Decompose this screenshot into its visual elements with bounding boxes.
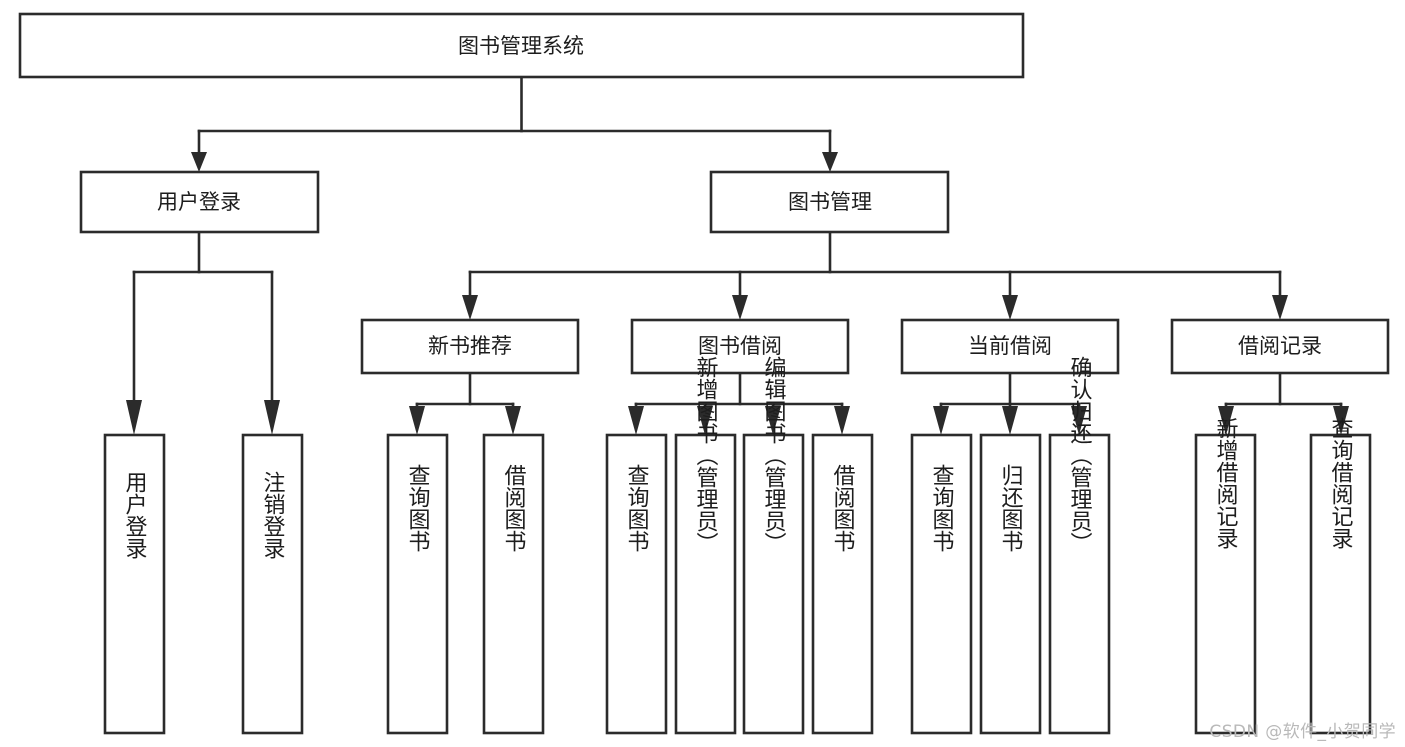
node-leaf-logout-label: 注销登录 [260, 471, 286, 559]
node-user-login[interactable]: 用户登录 [79, 170, 320, 234]
node-leaf-return-book[interactable]: 归还图书 [979, 433, 1042, 735]
node-borrow-record[interactable]: 借阅记录 [1170, 318, 1390, 375]
node-leaf-confirm-return[interactable]: 确认归还（管理员） [1048, 356, 1111, 735]
node-leaf-query-book-c-box[interactable] [910, 433, 973, 735]
arrowhead-book-borrow [732, 295, 748, 320]
arrowhead-user-login [191, 152, 207, 172]
node-leaf-query-book-b[interactable]: 查询图书 [605, 433, 668, 735]
node-leaf-borrow-book-b-label: 借阅图书 [830, 464, 856, 552]
node-leaf-add-book-box[interactable] [674, 433, 737, 735]
arrowhead-leaf-query-record [1333, 406, 1349, 435]
node-leaf-query-book-b-label: 查询图书 [624, 464, 650, 552]
node-leaf-edit-book[interactable]: 编辑图书（管理员） [742, 356, 805, 735]
node-leaf-borrow-book-b-box[interactable] [811, 433, 874, 735]
node-current-borrow-label: 当前借阅 [968, 334, 1052, 358]
node-leaf-query-book-c-label: 查询图书 [929, 464, 955, 552]
node-borrow-record-box[interactable] [1170, 318, 1390, 375]
node-leaf-query-record-label: 查询借阅记录 [1328, 417, 1354, 549]
node-leaf-logout[interactable]: 注销登录 [241, 433, 304, 735]
node-new-book-rec-box[interactable] [360, 318, 580, 375]
arrowhead-borrow-record [1272, 295, 1288, 320]
node-current-borrow[interactable]: 当前借阅 [900, 318, 1120, 375]
node-root[interactable]: 图书管理系统 [18, 12, 1025, 79]
node-root-box[interactable] [18, 12, 1025, 79]
node-book-borrow-box[interactable] [630, 318, 850, 375]
connector-layer [126, 75, 1349, 435]
node-leaf-query-book-c[interactable]: 查询图书 [910, 433, 973, 735]
node-leaf-query-record[interactable]: 查询借阅记录 [1309, 417, 1372, 735]
arrowhead-leaf-query-book-b [628, 406, 644, 435]
node-book-borrow-label: 图书借阅 [698, 334, 782, 358]
node-leaf-add-record[interactable]: 新增借阅记录 [1194, 417, 1257, 735]
arrowhead-leaf-user-login [126, 400, 142, 435]
node-leaf-query-book-a[interactable]: 查询图书 [386, 433, 449, 735]
node-leaf-confirm-return-label: 确认归还（管理员） [1067, 356, 1093, 554]
node-leaf-borrow-book-a-box[interactable] [482, 433, 545, 735]
node-leaf-return-book-box[interactable] [979, 433, 1042, 735]
node-leaf-borrow-book-b[interactable]: 借阅图书 [811, 433, 874, 735]
arrowhead-leaf-borrow-book-b [834, 406, 850, 435]
node-user-login-label: 用户登录 [157, 190, 241, 214]
arrowhead-leaf-add-record [1218, 406, 1234, 435]
node-new-book-rec-label: 新书推荐 [428, 334, 512, 358]
node-leaf-query-book-a-label: 查询图书 [405, 464, 431, 552]
node-leaf-borrow-book-a[interactable]: 借阅图书 [482, 433, 545, 735]
node-book-borrow[interactable]: 图书借阅 [630, 318, 850, 375]
node-leaf-user-login[interactable]: 用户登录 [103, 433, 166, 735]
arrowhead-new-book-rec [462, 295, 478, 320]
arrowhead-current-borrow [1002, 295, 1018, 320]
node-leaf-user-login-box[interactable] [103, 433, 166, 735]
arrowhead-leaf-borrow-book-a [505, 406, 521, 435]
node-book-manage-box[interactable] [709, 170, 950, 234]
node-leaf-edit-book-box[interactable] [742, 433, 805, 735]
arrowhead-leaf-edit-book [765, 406, 781, 435]
node-leaf-borrow-book-a-label: 借阅图书 [501, 464, 527, 552]
node-leaf-user-login-label: 用户登录 [122, 471, 148, 559]
arrowhead-book-manage [822, 152, 838, 172]
node-leaf-add-book-label: 新增图书（管理员） [693, 356, 719, 554]
arrowhead-leaf-confirm-return [1071, 406, 1087, 435]
node-leaf-query-book-b-box[interactable] [605, 433, 668, 735]
arrowhead-leaf-query-book-a [409, 406, 425, 435]
arrowhead-leaf-logout [264, 400, 280, 435]
node-leaf-query-record-box[interactable] [1309, 433, 1372, 735]
arrowhead-leaf-return-book [1002, 406, 1018, 435]
node-leaf-confirm-return-box[interactable] [1048, 433, 1111, 735]
node-new-book-rec[interactable]: 新书推荐 [360, 318, 580, 375]
node-leaf-add-book[interactable]: 新增图书（管理员） [674, 356, 737, 735]
arrowhead-leaf-add-book [697, 406, 713, 435]
node-current-borrow-box[interactable] [900, 318, 1120, 375]
node-leaf-edit-book-label: 编辑图书（管理员） [761, 356, 787, 554]
node-root-label: 图书管理系统 [458, 34, 584, 58]
node-book-manage[interactable]: 图书管理 [709, 170, 950, 234]
node-user-login-box[interactable] [79, 170, 320, 234]
node-borrow-record-label: 借阅记录 [1238, 334, 1322, 358]
node-leaf-add-record-box[interactable] [1194, 433, 1257, 735]
node-leaf-return-book-label: 归还图书 [998, 464, 1024, 552]
arrowhead-leaf-query-book-c [933, 406, 949, 435]
node-book-manage-label: 图书管理 [788, 190, 872, 214]
node-leaf-add-record-label: 新增借阅记录 [1213, 417, 1239, 549]
node-leaf-logout-box[interactable] [241, 433, 304, 735]
node-leaf-query-book-a-box[interactable] [386, 433, 449, 735]
